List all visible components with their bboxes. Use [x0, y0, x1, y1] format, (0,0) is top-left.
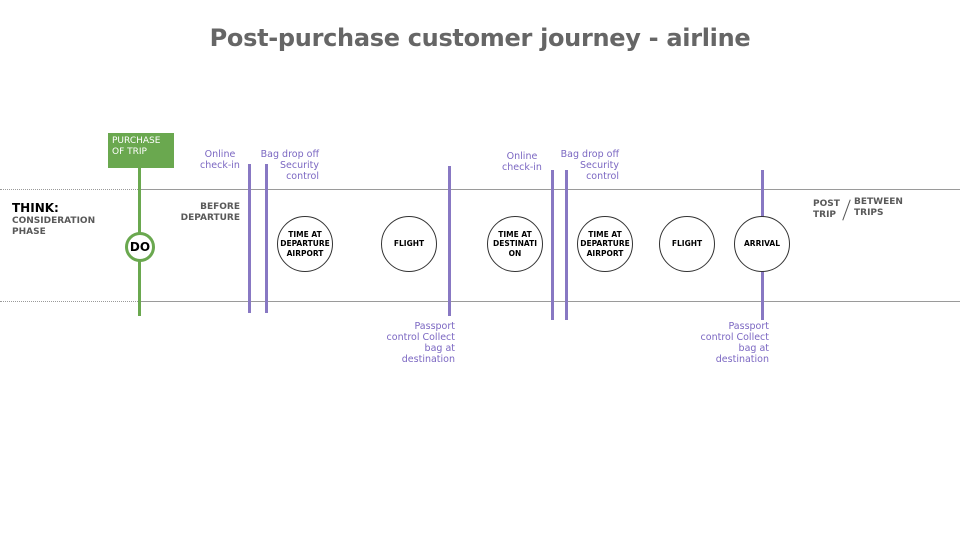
- purchase-of-trip-box: PURCHASE OF TRIP: [108, 133, 174, 168]
- stage-flight-2: FLIGHT: [659, 216, 715, 272]
- bag-drop-1-line: [265, 164, 268, 313]
- page-title: Post-purchase customer journey - airline: [209, 24, 751, 52]
- stage-departure-airport-1: TIME AT DEPARTURE AIRPORT: [277, 216, 333, 272]
- before-departure-label: BEFORE DEPARTURE: [180, 202, 240, 223]
- stage-flight-1: FLIGHT: [381, 216, 437, 272]
- passport-1-line: [448, 166, 451, 316]
- bag-drop-2-label: Bag drop off Security control: [560, 149, 619, 182]
- band-top-solid-line: [140, 189, 960, 190]
- checkin-1-line: [248, 164, 251, 313]
- post-trip-label: POST TRIP: [813, 199, 840, 220]
- passport-1-label: Passport control Collect bag at destinat…: [386, 321, 455, 365]
- bag-drop-2-line: [565, 170, 568, 320]
- think-label: THINK:: [12, 201, 59, 215]
- stage-arrival: ARRIVAL: [734, 216, 790, 272]
- band-bottom-dotted-line: [0, 301, 140, 302]
- do-circle: DO: [125, 232, 155, 262]
- stage-destination: TIME AT DESTINATION: [487, 216, 543, 272]
- stage-departure-airport-2: TIME AT DEPARTURE AIRPORT: [577, 216, 633, 272]
- online-checkin-2-label: Online check-in: [502, 151, 542, 173]
- between-trips-label: BETWEEN TRIPS: [854, 197, 903, 218]
- consideration-phase-label: CONSIDERATION PHASE: [12, 216, 96, 237]
- band-top-dotted-line: [0, 189, 140, 190]
- bag-drop-1-label: Bag drop off Security control: [260, 149, 319, 182]
- band-bottom-solid-line: [140, 301, 960, 302]
- passport-2-label: Passport control Collect bag at destinat…: [700, 321, 769, 365]
- online-checkin-1-label: Online check-in: [200, 149, 240, 171]
- checkin-2-line: [551, 170, 554, 320]
